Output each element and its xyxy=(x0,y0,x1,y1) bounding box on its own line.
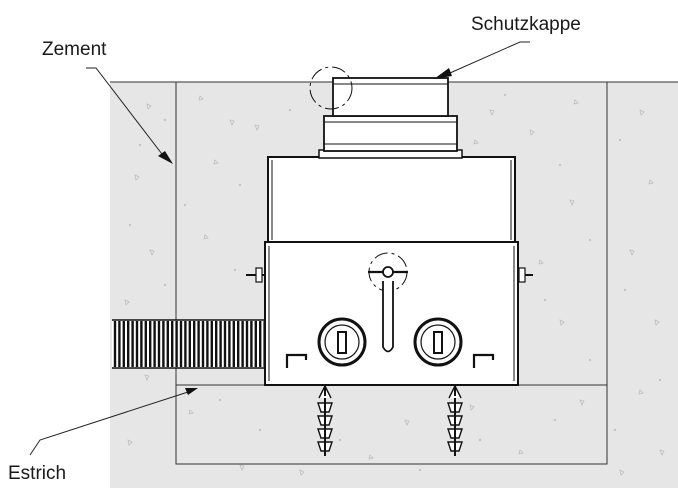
side-bolt-left xyxy=(246,267,266,283)
anchor-right xyxy=(447,384,463,456)
side-bolt-right xyxy=(517,267,533,283)
leader-protective-cap xyxy=(434,41,530,79)
leader-screed xyxy=(29,388,198,456)
cap-neck xyxy=(323,115,458,152)
bracket-left xyxy=(285,353,308,368)
label-screed: Estrich xyxy=(8,463,67,484)
anchor-left xyxy=(317,384,333,456)
corrugated-conduit xyxy=(112,319,270,369)
concrete-dots xyxy=(128,93,662,472)
label-cement: Zement xyxy=(42,39,107,60)
label-protective-cap: Schutzkappe xyxy=(471,14,581,35)
upper-housing xyxy=(267,156,516,244)
center-lever xyxy=(368,252,408,353)
cap-detail-marker xyxy=(309,66,353,110)
socket-right xyxy=(413,317,463,367)
socket-left xyxy=(317,317,367,367)
bracket-right xyxy=(472,353,495,368)
concrete-speckles xyxy=(124,95,665,476)
leader-cement xyxy=(86,67,173,164)
